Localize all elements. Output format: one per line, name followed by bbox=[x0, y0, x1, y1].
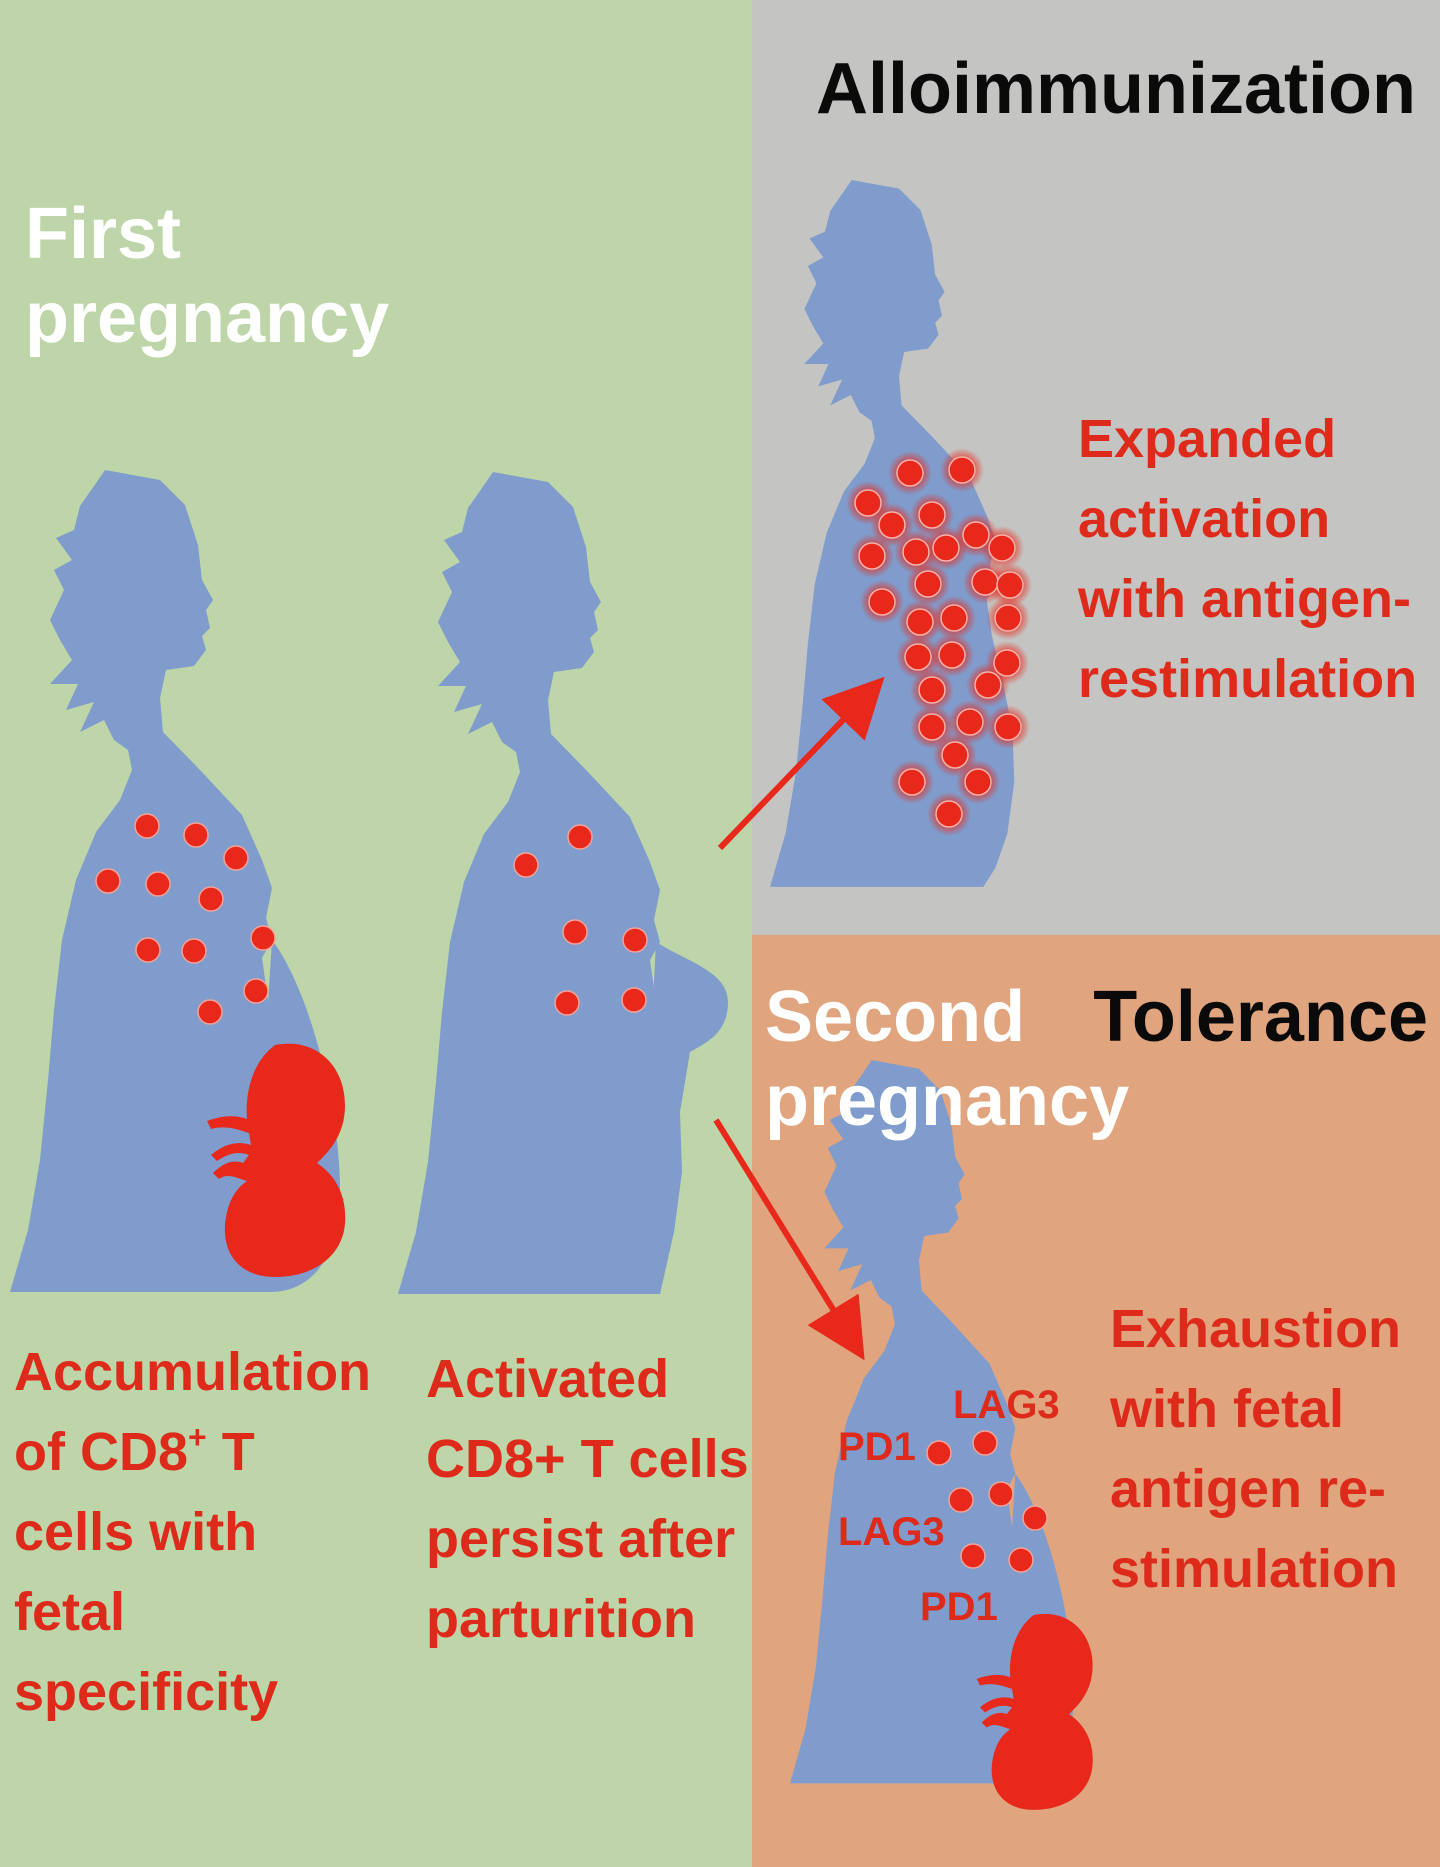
t-cell-icon bbox=[932, 534, 960, 562]
t-cell-icon bbox=[181, 938, 207, 964]
t-cell-icon bbox=[938, 641, 966, 669]
exhausted-t-cells bbox=[926, 1430, 1048, 1573]
t-cell-icon bbox=[1008, 1547, 1034, 1573]
accumulation-caption-line4: fetal bbox=[14, 1582, 125, 1642]
t-cell-icon bbox=[95, 868, 121, 894]
second-pregnancy-title-line2: pregnancy bbox=[765, 1061, 1129, 1141]
t-cell-icon bbox=[956, 708, 984, 736]
t-cell-icon bbox=[621, 987, 647, 1013]
t-cells-first-pregnancy bbox=[95, 813, 276, 1025]
t-cell-icon bbox=[183, 822, 209, 848]
allo-description-line2: activation bbox=[1078, 489, 1330, 549]
allo-description-line3: with antigen- bbox=[1077, 569, 1411, 629]
tolerance-description-line4: stimulation bbox=[1110, 1539, 1398, 1599]
t-cell-icon bbox=[854, 489, 882, 517]
persist-caption-line3: persist after bbox=[426, 1509, 735, 1569]
t-cell-icon bbox=[135, 937, 161, 963]
accumulation-suffix: T bbox=[207, 1422, 255, 1482]
t-cell-icon bbox=[941, 741, 969, 769]
persist-caption-line2: CD8+ T cells bbox=[426, 1429, 749, 1489]
t-cell-icon bbox=[918, 501, 946, 529]
accumulation-caption-line1: Accumulation bbox=[14, 1342, 371, 1402]
tolerance-description-line2: with fetal bbox=[1109, 1379, 1344, 1439]
t-cell-icon bbox=[1022, 1505, 1048, 1531]
persist-caption-line4: parturition bbox=[426, 1589, 696, 1649]
t-cell-icon bbox=[878, 511, 906, 539]
accumulation-superscript: + bbox=[188, 1419, 207, 1455]
t-cell-icon bbox=[250, 925, 276, 951]
t-cell-icon bbox=[971, 568, 999, 596]
tolerance-description-line1: Exhaustion bbox=[1110, 1299, 1401, 1359]
marker-label-lag3: LAG3 bbox=[953, 1383, 1060, 1427]
t-cell-icon bbox=[948, 1487, 974, 1513]
t-cell-icon bbox=[902, 538, 930, 566]
t-cell-icon bbox=[994, 604, 1022, 632]
t-cell-icon bbox=[622, 927, 648, 953]
t-cell-icon bbox=[972, 1430, 998, 1456]
t-cell-icon bbox=[896, 459, 924, 487]
t-cell-icon bbox=[858, 542, 886, 570]
second-pregnancy-title-line1: Second bbox=[765, 977, 1025, 1057]
marker-label-pd1: PD1 bbox=[920, 1585, 998, 1629]
t-cell-icon bbox=[513, 852, 539, 878]
t-cell-icon bbox=[935, 800, 963, 828]
t-cell-icon bbox=[223, 845, 249, 871]
postpartum-woman-silhouette-icon bbox=[398, 472, 728, 1294]
marker-label-lag3: LAG3 bbox=[838, 1510, 945, 1554]
t-cell-icon bbox=[904, 643, 932, 671]
t-cell-icon bbox=[940, 604, 968, 632]
t-cell-icon bbox=[914, 570, 942, 598]
allo-description-line1: Expanded bbox=[1078, 409, 1336, 469]
t-cell-icon bbox=[948, 456, 976, 484]
first-pregnancy-title-line1: First bbox=[25, 194, 181, 274]
t-cell-icon bbox=[996, 571, 1024, 599]
expanded-t-cells bbox=[846, 448, 1032, 836]
alloimmunization-title: Alloimmunization bbox=[816, 49, 1416, 129]
t-cell-icon bbox=[988, 1481, 1014, 1507]
t-cell-icon bbox=[134, 813, 160, 839]
t-cell-icon bbox=[868, 588, 896, 616]
t-cells-postpartum bbox=[513, 824, 648, 1016]
t-cell-icon bbox=[198, 886, 224, 912]
first-pregnancy-title-line2: pregnancy bbox=[25, 278, 389, 358]
persist-caption-line1: Activated bbox=[426, 1349, 669, 1409]
t-cell-icon bbox=[918, 676, 946, 704]
tolerance-description-line3: antigen re- bbox=[1110, 1459, 1386, 1519]
accumulation-caption-line5: specificity bbox=[14, 1662, 278, 1722]
t-cell-icon bbox=[960, 1543, 986, 1569]
t-cell-icon bbox=[554, 990, 580, 1016]
tolerance-title: Tolerance bbox=[1093, 977, 1428, 1057]
t-cell-icon bbox=[964, 768, 992, 796]
accumulation-cd8: of CD8 bbox=[14, 1422, 188, 1482]
t-cell-icon bbox=[918, 713, 946, 741]
accumulation-caption-line3: cells with bbox=[14, 1502, 257, 1562]
t-cell-icon bbox=[974, 671, 1002, 699]
t-cell-icon bbox=[197, 999, 223, 1025]
accumulation-caption-line2: of CD8+ T bbox=[14, 1419, 255, 1482]
t-cell-icon bbox=[906, 608, 934, 636]
marker-label-pd1: PD1 bbox=[838, 1425, 916, 1469]
arrow-icon bbox=[713, 1118, 865, 1361]
t-cell-icon bbox=[994, 713, 1022, 741]
t-cell-icon bbox=[993, 649, 1021, 677]
t-cell-icon bbox=[145, 871, 171, 897]
t-cell-icon bbox=[898, 768, 926, 796]
arrow-icon bbox=[717, 676, 885, 851]
t-cell-icon bbox=[562, 919, 588, 945]
t-cell-icon bbox=[926, 1440, 952, 1466]
allo-description-line4: restimulation bbox=[1078, 649, 1417, 709]
t-cell-icon bbox=[988, 534, 1016, 562]
t-cell-icon bbox=[243, 978, 269, 1004]
t-cell-icon bbox=[567, 824, 593, 850]
t-cell-icon bbox=[962, 521, 990, 549]
